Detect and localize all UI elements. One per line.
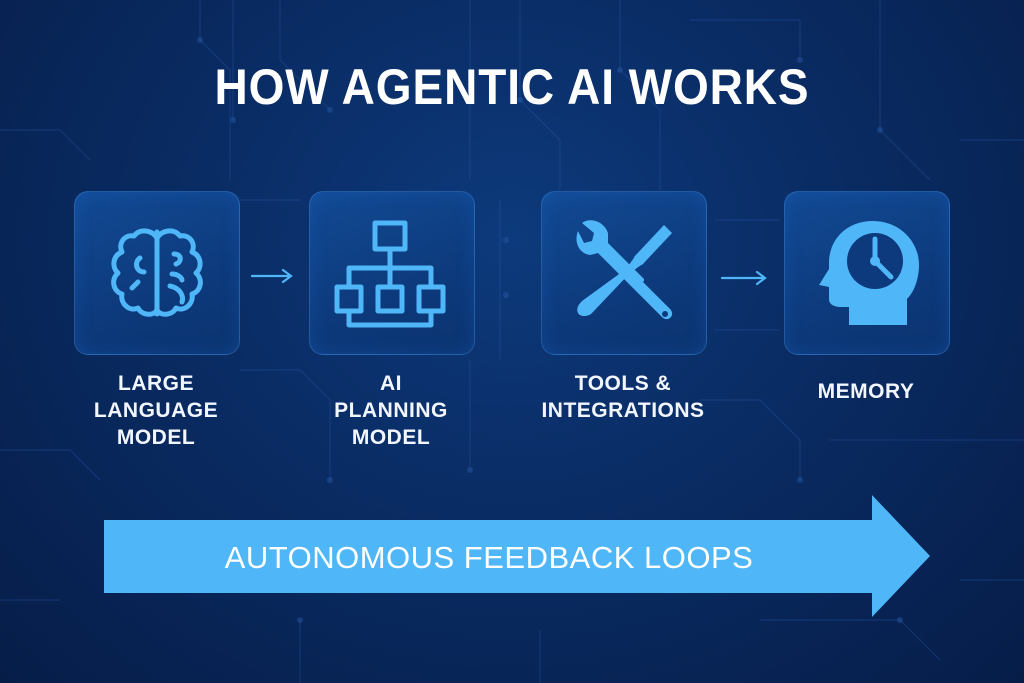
wrench-screwdriver-icon: [576, 220, 673, 320]
step-label-memory: MEMORY: [817, 380, 915, 403]
step-label-tools: TOOLS & INTEGRATIONS: [541, 372, 705, 422]
banner-label: AUTONOMOUS FEEDBACK LOOPS: [224, 539, 754, 575]
arrow-right-icon: [720, 270, 767, 286]
step-label-llm: LARGE LANGUAGE MODEL: [93, 372, 219, 449]
arrow-right-icon: [250, 268, 293, 284]
step-card-tools: [541, 191, 707, 355]
step-card-memory: [784, 191, 950, 355]
head-clock-icon: [819, 221, 919, 325]
brain-icon: [111, 228, 203, 317]
feedback-arrow-banner: [104, 495, 930, 617]
step-label-planning: AI PLANNING MODEL: [334, 372, 448, 449]
step-card-llm: [74, 191, 240, 355]
step-card-planning: [309, 191, 475, 355]
page-title: HOW AGENTIC AI WORKS: [214, 59, 810, 115]
hierarchy-icon: [334, 220, 446, 328]
